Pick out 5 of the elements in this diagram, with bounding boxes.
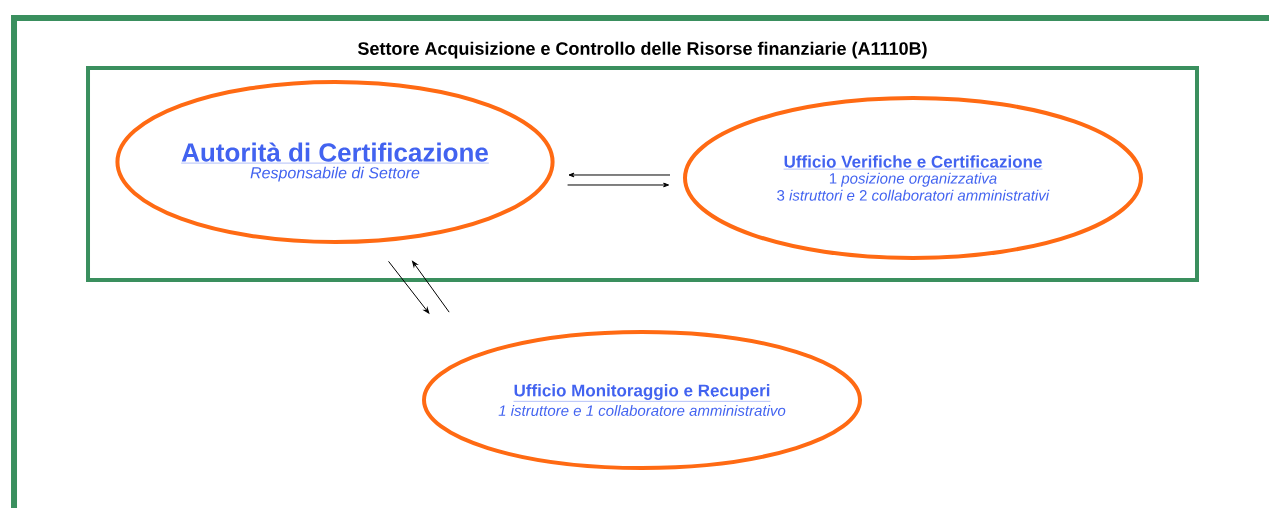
- node-label: Settore Acquisizione e Controllo delle Risorse finanziarie (A1110B): [357, 41, 927, 59]
- arrow: [388, 260, 430, 314]
- arrow: [567, 182, 670, 188]
- arrow: [568, 172, 671, 178]
- arrow: [412, 260, 450, 313]
